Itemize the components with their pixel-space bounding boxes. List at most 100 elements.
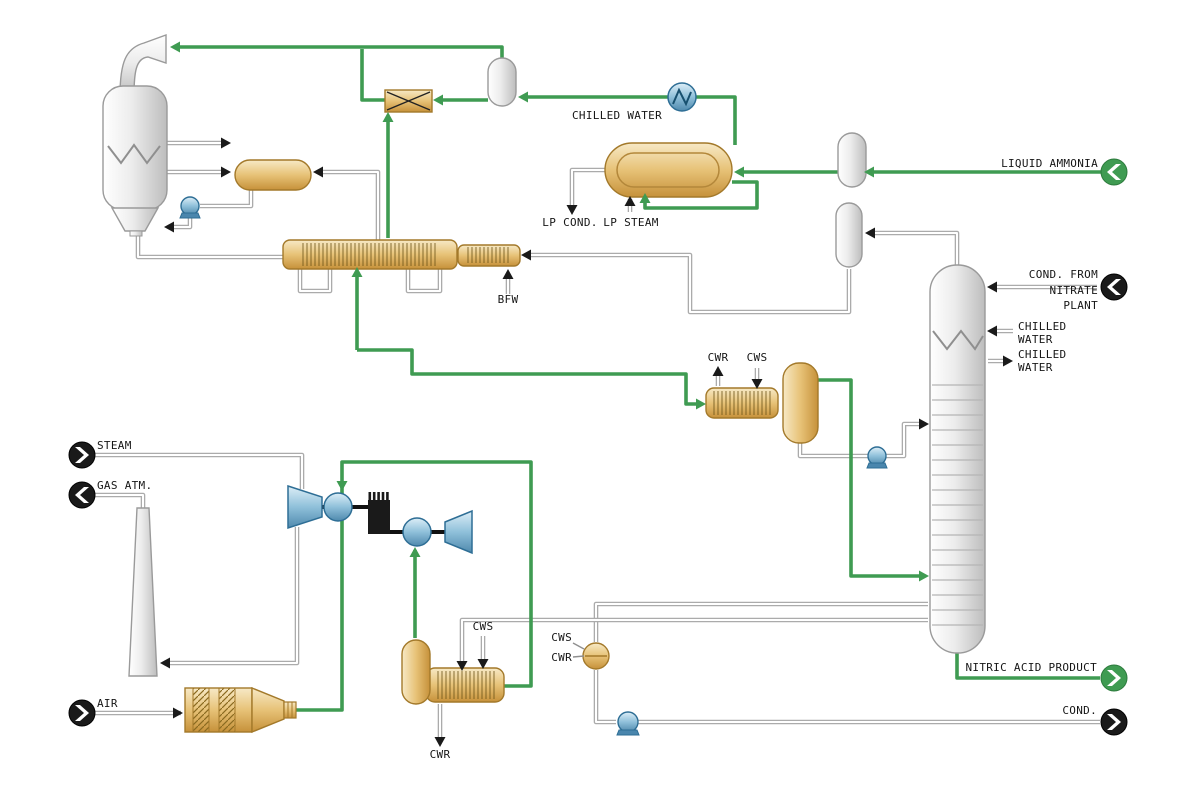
pipe-grey-inner <box>168 215 191 228</box>
pipe-grey-outer <box>405 269 443 294</box>
reactor-outlet-nozzle <box>129 230 143 237</box>
cond-out-label: COND. <box>1062 704 1097 717</box>
absorber-shell <box>929 264 986 654</box>
pipe-green <box>524 95 737 145</box>
label-layer: CHILLED WATER LP COND. LP STEAM LIQUID A… <box>97 109 1098 761</box>
pipe-grey-outer <box>297 269 333 294</box>
secondary-cooler-tubes <box>437 671 495 699</box>
pump-casing <box>617 711 639 733</box>
flow-arrow <box>624 196 636 206</box>
chilled-water-in-label-1: CHILLED <box>1018 320 1066 333</box>
heat-exchanger-train <box>282 239 521 270</box>
grey-pipe-network <box>95 140 1100 742</box>
port-chevron <box>75 447 89 463</box>
pipe-grey-inner <box>870 232 958 265</box>
pipe-grey-inner <box>407 269 441 292</box>
port-chevron <box>75 487 89 503</box>
ammonia-vaporizer <box>604 142 733 198</box>
pipe-green <box>360 49 385 102</box>
nitric-acid-product-port-icon <box>1100 664 1128 692</box>
port-circle <box>1100 158 1128 186</box>
port-circle <box>1100 664 1128 692</box>
exchanger-b-tubes <box>467 247 509 263</box>
weak-acid-vessel <box>782 362 819 444</box>
pipe-grey-inner <box>595 670 616 723</box>
bfw-label: BFW <box>498 293 519 306</box>
chilled-water-label: CHILLED WATER <box>572 109 662 122</box>
flow-arrow <box>313 166 323 178</box>
flow-arrow <box>521 249 531 261</box>
pipe-grey-inner <box>318 171 379 240</box>
liquid-ammonia-label: LIQUID AMMONIA <box>1001 157 1098 170</box>
reactor-drum <box>234 159 312 191</box>
green-process-lines <box>174 45 1101 712</box>
cwr-small-label: CWR <box>551 651 572 664</box>
ammonia-knockout-drum <box>487 57 517 107</box>
reactor-circulation-pump <box>179 196 201 219</box>
condensate-cooler <box>572 642 610 670</box>
pipe-grey-outer <box>593 670 616 725</box>
port-chevron <box>1107 279 1121 295</box>
flow-arrow <box>164 221 174 233</box>
steam-port-icon <box>68 441 96 469</box>
port-chevron <box>75 705 89 721</box>
pipe-grey-outer <box>593 601 928 642</box>
pipe-grey-outer <box>870 230 960 265</box>
compressor-casing <box>402 517 432 547</box>
vaporizer-bundle <box>616 152 720 188</box>
flow-arrow <box>221 137 231 149</box>
flow-arrow <box>987 281 997 293</box>
flow-arrow <box>696 398 706 410</box>
flow-arrow <box>864 166 874 178</box>
flow-arrow <box>477 659 489 669</box>
port-circle <box>68 441 96 469</box>
flow-arrow <box>566 205 578 215</box>
gearbox-tooth <box>381 492 385 501</box>
pipe-green <box>296 460 533 712</box>
exchanger-a-tubes <box>302 243 436 266</box>
flow-arrow <box>502 269 514 279</box>
pipe-green <box>357 348 702 406</box>
air-label: AIR <box>97 697 118 710</box>
pump-casing <box>180 196 200 216</box>
flow-arrow <box>433 94 443 106</box>
air-compressor <box>287 484 323 530</box>
equipment-layer <box>102 34 986 736</box>
flow-arrow <box>434 737 446 747</box>
cooler-condenser <box>705 387 779 419</box>
pipe-green <box>643 180 759 210</box>
lp-cond-label: LP COND. <box>542 216 597 229</box>
compressor-casing <box>323 492 353 522</box>
port-circle <box>1100 273 1128 301</box>
flow-arrow <box>987 325 997 337</box>
pipe-grey-outer <box>164 527 300 666</box>
pipe-grey-inner <box>200 190 252 207</box>
flow-arrow <box>639 193 651 203</box>
cwr-bottom-label: CWR <box>430 748 451 761</box>
plant-label: PLANT <box>1063 299 1098 312</box>
cond-from-nitrate-port-icon <box>1100 273 1128 301</box>
flow-arrow <box>336 481 348 491</box>
weak-acid-pump <box>866 446 888 469</box>
chilled-water-out-label-1: CHILLED <box>1018 348 1066 361</box>
pipe-grey-inner <box>571 169 606 210</box>
gearbox <box>368 492 390 534</box>
compressor-train <box>287 484 473 555</box>
pipe-grey-inner <box>299 269 331 292</box>
cws-small-label: CWS <box>551 631 572 644</box>
pump-base <box>866 462 888 469</box>
flow-arrow <box>919 570 929 582</box>
mixer-x-line <box>386 91 431 111</box>
cws-stub <box>572 642 585 650</box>
air-filter <box>184 686 297 734</box>
flow-arrow <box>518 91 528 103</box>
port-chevron <box>1107 714 1121 730</box>
pipe-grey-outer <box>200 190 254 209</box>
reactor-coil-icon <box>107 143 161 165</box>
lp-steam-label: LP STEAM <box>603 216 658 229</box>
pipe-grey-inner <box>526 254 850 313</box>
pump-base <box>179 212 201 219</box>
port-chevron <box>1107 670 1121 686</box>
pipe-grey-inner <box>164 527 298 664</box>
